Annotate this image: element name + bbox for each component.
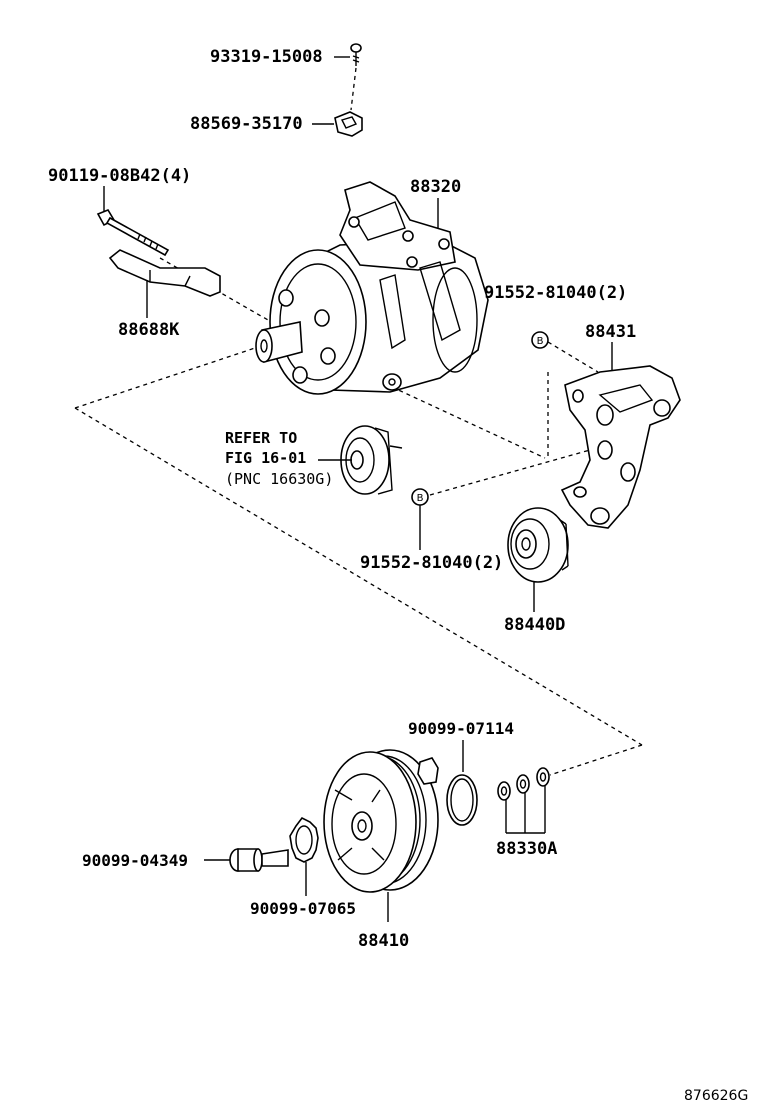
reference-line-3: (PNC 16630G) (225, 470, 333, 488)
part-label-90119-08B42[interactable]: 90119-08B42(4) (48, 166, 191, 186)
toothed-washer-icon[interactable] (289, 816, 319, 863)
stay-bracket-icon[interactable] (108, 249, 221, 297)
clip-bracket-icon[interactable] (334, 111, 363, 137)
part-label-93319-15008[interactable]: 93319-15008 (210, 47, 323, 67)
screw-icon[interactable] (350, 43, 362, 66)
part-label-90099-07114[interactable]: 90099-07114 (408, 719, 514, 738)
mounting-bracket-icon[interactable] (560, 365, 681, 529)
bolt-b-marker-lower[interactable]: B (411, 488, 429, 506)
part-label-90099-07065[interactable]: 90099-07065 (250, 899, 356, 918)
part-label-88320[interactable]: 88320 (410, 177, 461, 197)
reference-line-1: REFER TO (225, 429, 297, 447)
clutch-pulley-icon[interactable] (323, 749, 439, 893)
svg-text:B: B (537, 336, 544, 347)
part-label-88330A[interactable]: 88330A (496, 839, 557, 859)
assembly-dashed-lines (74, 67, 643, 776)
part-label-88431[interactable]: 88431 (585, 322, 636, 342)
long-bolt-icon[interactable] (96, 209, 170, 257)
shim-leader-bracket (505, 786, 546, 834)
svg-text:B: B (417, 493, 424, 504)
idler-pulley-icon[interactable] (507, 507, 569, 583)
part-label-88688K[interactable]: 88688K (118, 320, 180, 340)
compressor-icon[interactable] (255, 181, 489, 395)
part-label-91552-81040-lower[interactable]: 91552-81040(2) (360, 553, 503, 573)
bolt-b-marker-upper[interactable]: B (531, 331, 549, 349)
reference-line-2: FIG 16-01 (225, 449, 306, 467)
part-label-91552-81040-upper[interactable]: 91552-81040(2) (484, 283, 627, 303)
part-label-90099-04349[interactable]: 90099-04349 (82, 851, 188, 870)
snap-ring-icon[interactable] (446, 774, 478, 826)
part-label-88410[interactable]: 88410 (358, 931, 409, 951)
clutch-bolt-icon[interactable] (229, 848, 289, 872)
part-label-88569-35170[interactable]: 88569-35170 (190, 114, 303, 134)
shim-washers-icon[interactable] (497, 767, 550, 801)
part-label-88440D[interactable]: 88440D (504, 615, 565, 635)
figure-code: 876626G (684, 1088, 748, 1104)
